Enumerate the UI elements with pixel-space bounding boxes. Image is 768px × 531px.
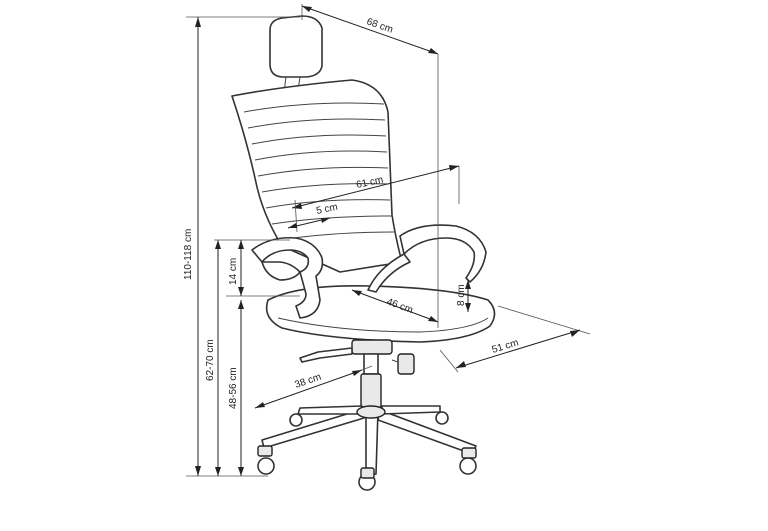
- base-leg-back-right: [381, 405, 441, 415]
- headrest: [269, 15, 323, 78]
- gas-cylinder-lower: [360, 373, 382, 409]
- castor-back-right: [435, 411, 449, 425]
- base-hub: [356, 405, 386, 419]
- office-chair-drawing: [231, 15, 496, 491]
- base-leg-back-left: [297, 405, 363, 415]
- armrest-right: [399, 224, 487, 283]
- tension-knob: [397, 353, 415, 375]
- castors: [257, 411, 477, 491]
- armrest-left-pad: [261, 261, 301, 281]
- label-depth-total: 68 cm: [365, 16, 394, 35]
- label-base-radius: 38 cm: [293, 372, 322, 391]
- label-armrest-height: 14 cm: [228, 258, 239, 285]
- dimension-lines: [186, 4, 591, 477]
- tilt-mechanism: [351, 339, 393, 355]
- dim-line-seat-depth: [351, 289, 439, 323]
- label-back-offset: 5 cm: [315, 202, 338, 217]
- dim-line-base-radius: [254, 369, 363, 409]
- base-leg-left: [261, 409, 365, 449]
- tension-knob-line: [391, 359, 399, 363]
- seat-edge: [277, 317, 489, 333]
- gas-cylinder-upper: [363, 353, 379, 375]
- armrest-left: [251, 236, 324, 319]
- base-leg-right: [377, 409, 477, 455]
- label-seat-height: 48-56 cm: [228, 367, 239, 409]
- seat-cushion: [265, 284, 496, 343]
- armrest-right-support: [367, 253, 411, 293]
- castor-right: [459, 457, 477, 475]
- castor-left: [257, 457, 275, 475]
- castor-back-left: [289, 413, 303, 427]
- label-armrest-floor-height: 62-70 cm: [205, 339, 216, 381]
- tilt-lever: [299, 347, 353, 363]
- dim-line-seat-width: [291, 165, 460, 209]
- label-total-height: 110-118 cm: [183, 229, 194, 280]
- dim-line-base-width: [455, 329, 581, 369]
- label-seat-thickness: 8 cm: [456, 284, 467, 306]
- dim-line-depth-total: [301, 5, 439, 55]
